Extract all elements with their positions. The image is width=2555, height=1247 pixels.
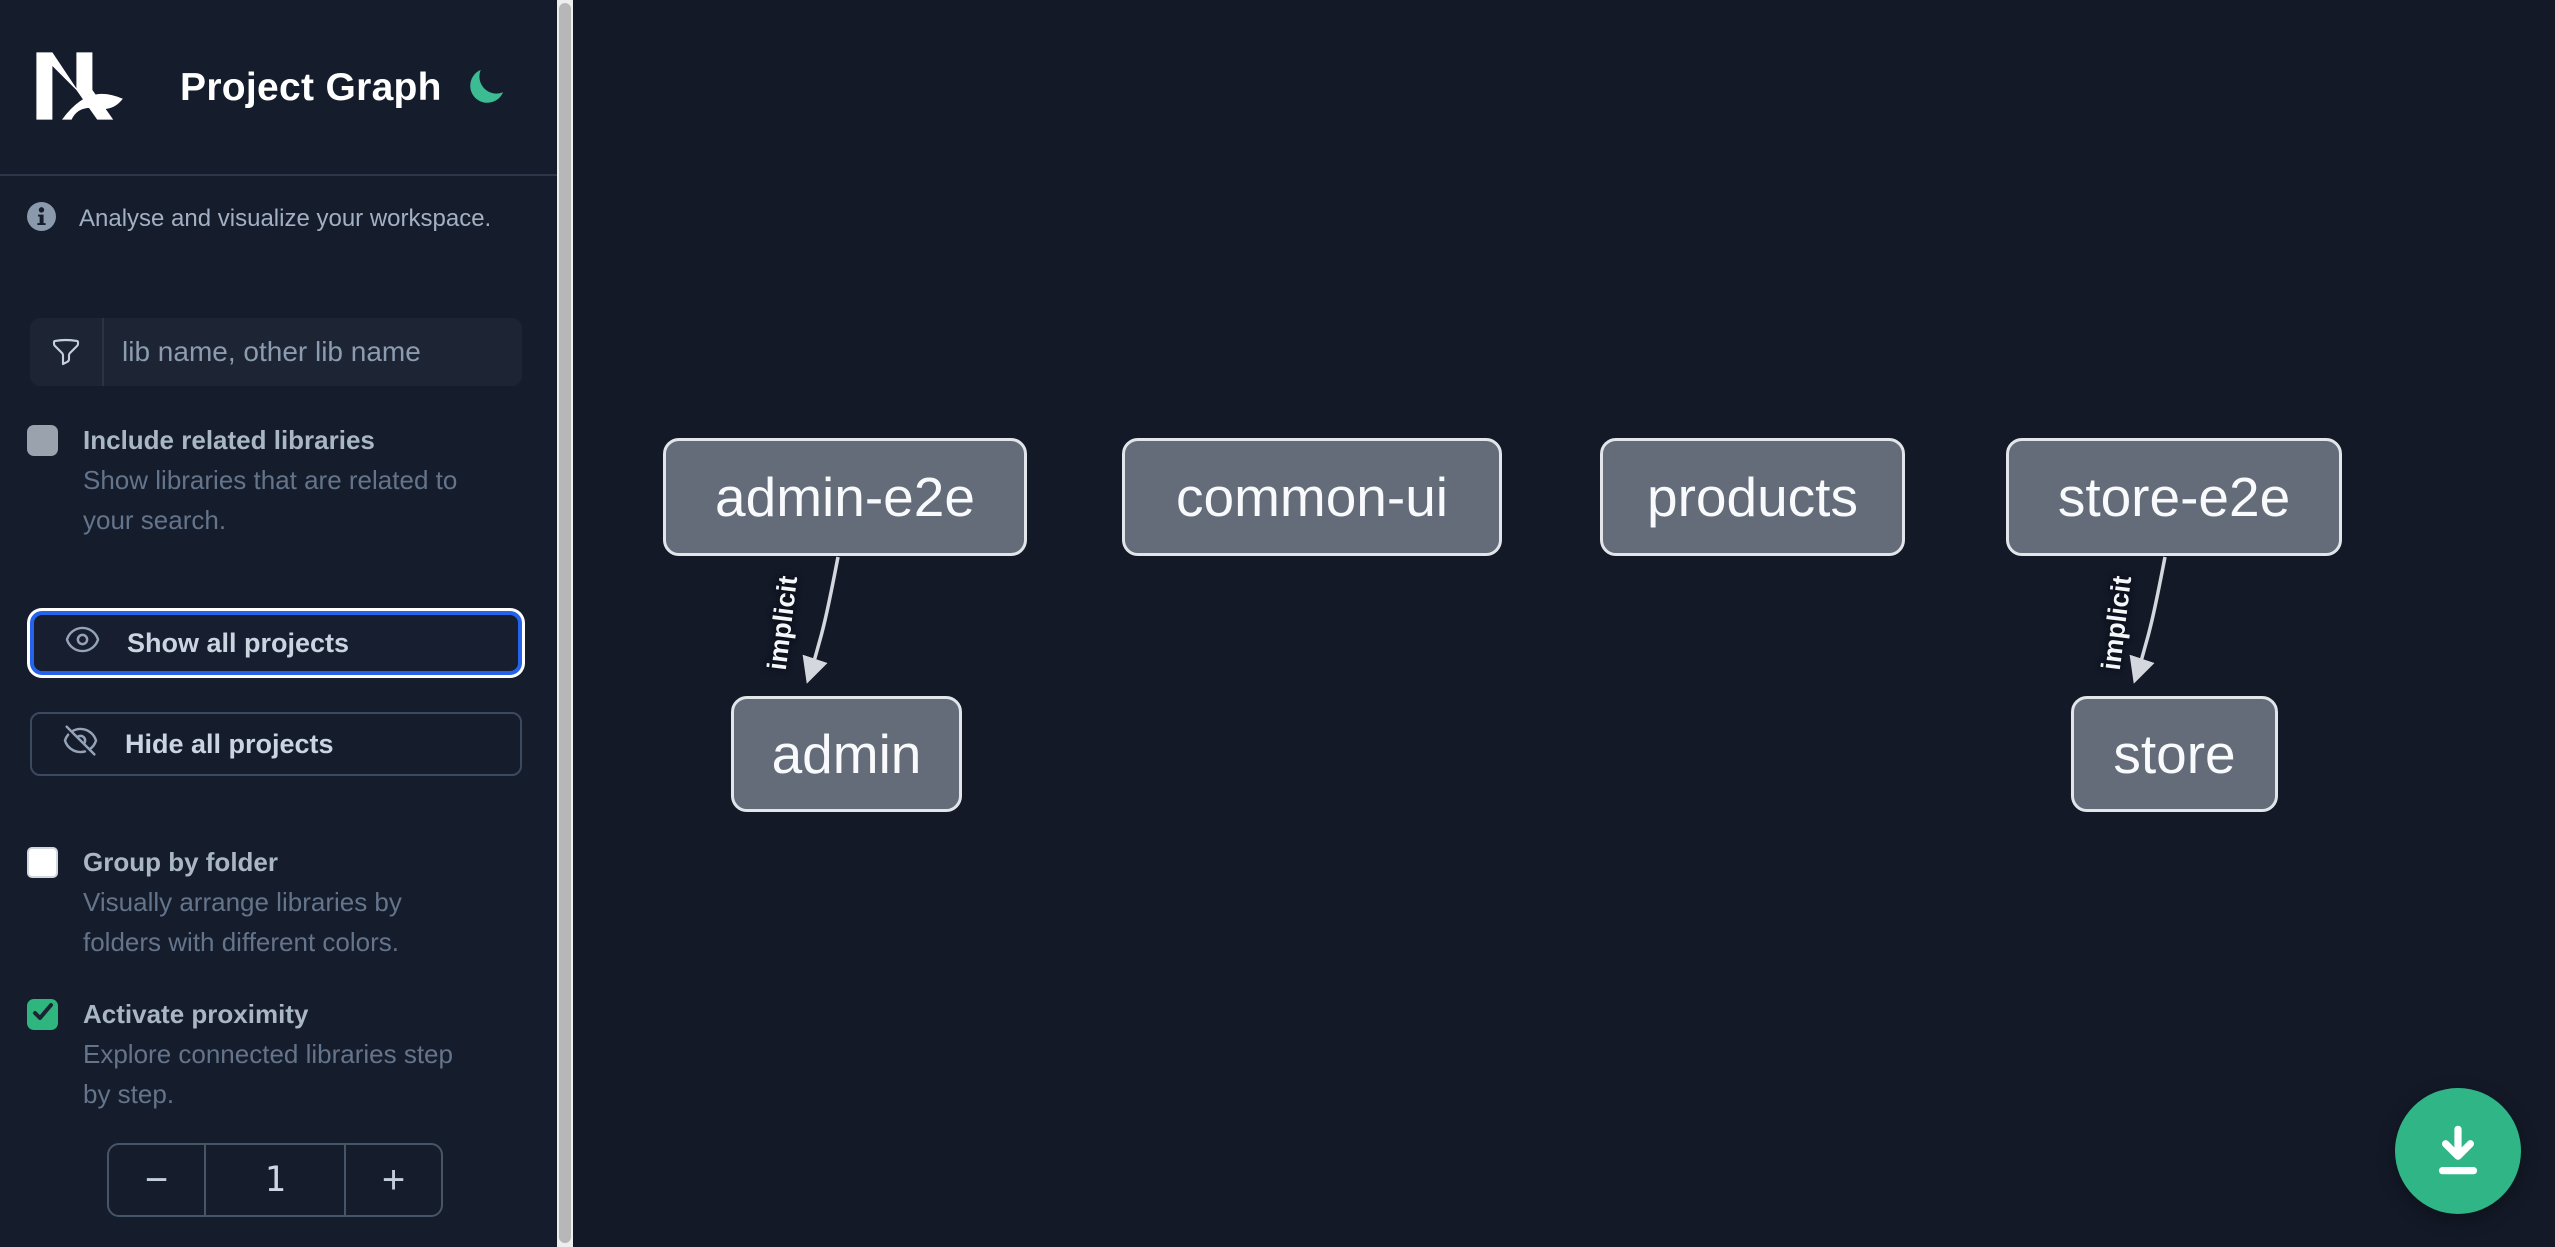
show-all-projects-label: Show all projects — [127, 627, 350, 658]
page-title: Project Graph — [180, 66, 442, 109]
show-all-projects-button[interactable]: Show all projects — [30, 611, 522, 675]
activate-proximity-row: Activate proximity Explore connected lib… — [27, 994, 532, 1114]
checkmark-icon — [31, 1000, 55, 1029]
include-related-description: Show libraries that are related to your … — [83, 465, 458, 535]
include-related-label: Include related libraries — [83, 425, 375, 455]
activate-proximity-description: Explore connected libraries step by step… — [83, 1039, 453, 1109]
download-icon — [2427, 1119, 2489, 1184]
group-by-folder-checkbox[interactable] — [27, 847, 58, 878]
hide-all-projects-label: Hide all projects — [125, 728, 334, 759]
sidebar-header: Project Graph — [0, 0, 557, 176]
edge-store-e2e-to-store — [2129, 556, 2167, 684]
tagline-text: Analyse and visualize your workspace. — [79, 205, 492, 232]
info-icon — [27, 202, 56, 236]
edge-admin-e2e-to-admin — [802, 556, 840, 684]
filter-input-group — [30, 318, 522, 386]
include-related-row: Include related libraries Show libraries… — [27, 420, 532, 540]
funnel-icon — [30, 318, 104, 386]
node-store[interactable]: store — [2071, 696, 2278, 812]
download-image-button[interactable] — [2395, 1088, 2521, 1214]
proximity-depth-stepper: − 1 + — [107, 1143, 443, 1217]
node-admin[interactable]: admin — [731, 696, 962, 812]
node-store-e2e[interactable]: store-e2e — [2006, 438, 2342, 556]
proximity-depth-value: 1 — [264, 1160, 286, 1200]
workspace-tagline: Analyse and visualize your workspace. — [27, 202, 491, 236]
node-common-ui[interactable]: common-ui — [1122, 438, 1502, 556]
graph-edges — [802, 556, 2167, 684]
filter-input[interactable] — [104, 318, 522, 386]
node-products[interactable]: products — [1600, 438, 1905, 556]
group-by-folder-label: Group by folder — [83, 847, 278, 877]
group-by-folder-row: Group by folder Visually arrange librari… — [27, 842, 532, 962]
activate-proximity-checkbox[interactable] — [27, 999, 58, 1030]
sidebar-scrollbar-thumb[interactable] — [559, 3, 571, 1243]
eye-slash-icon — [62, 722, 99, 766]
nx-logo-icon — [30, 44, 126, 133]
moon-icon — [465, 69, 507, 111]
theme-toggle-button[interactable] — [462, 64, 510, 112]
node-admin-e2e[interactable]: admin-e2e — [663, 438, 1027, 556]
group-by-folder-description: Visually arrange libraries by folders wi… — [83, 887, 402, 957]
include-related-checkbox[interactable] — [27, 425, 58, 456]
decrement-button[interactable]: − — [109, 1145, 206, 1215]
sidebar-scrollbar-track[interactable] — [557, 0, 573, 1247]
eye-icon — [64, 621, 101, 665]
hide-all-projects-button[interactable]: Hide all projects — [30, 712, 522, 776]
increment-button[interactable]: + — [344, 1145, 441, 1215]
activate-proximity-label: Activate proximity — [83, 999, 309, 1029]
graph-canvas[interactable]: implicit implicit admin-e2e common-ui pr… — [573, 0, 2555, 1247]
sidebar: Project Graph Analyse and visualize your… — [0, 0, 557, 1247]
